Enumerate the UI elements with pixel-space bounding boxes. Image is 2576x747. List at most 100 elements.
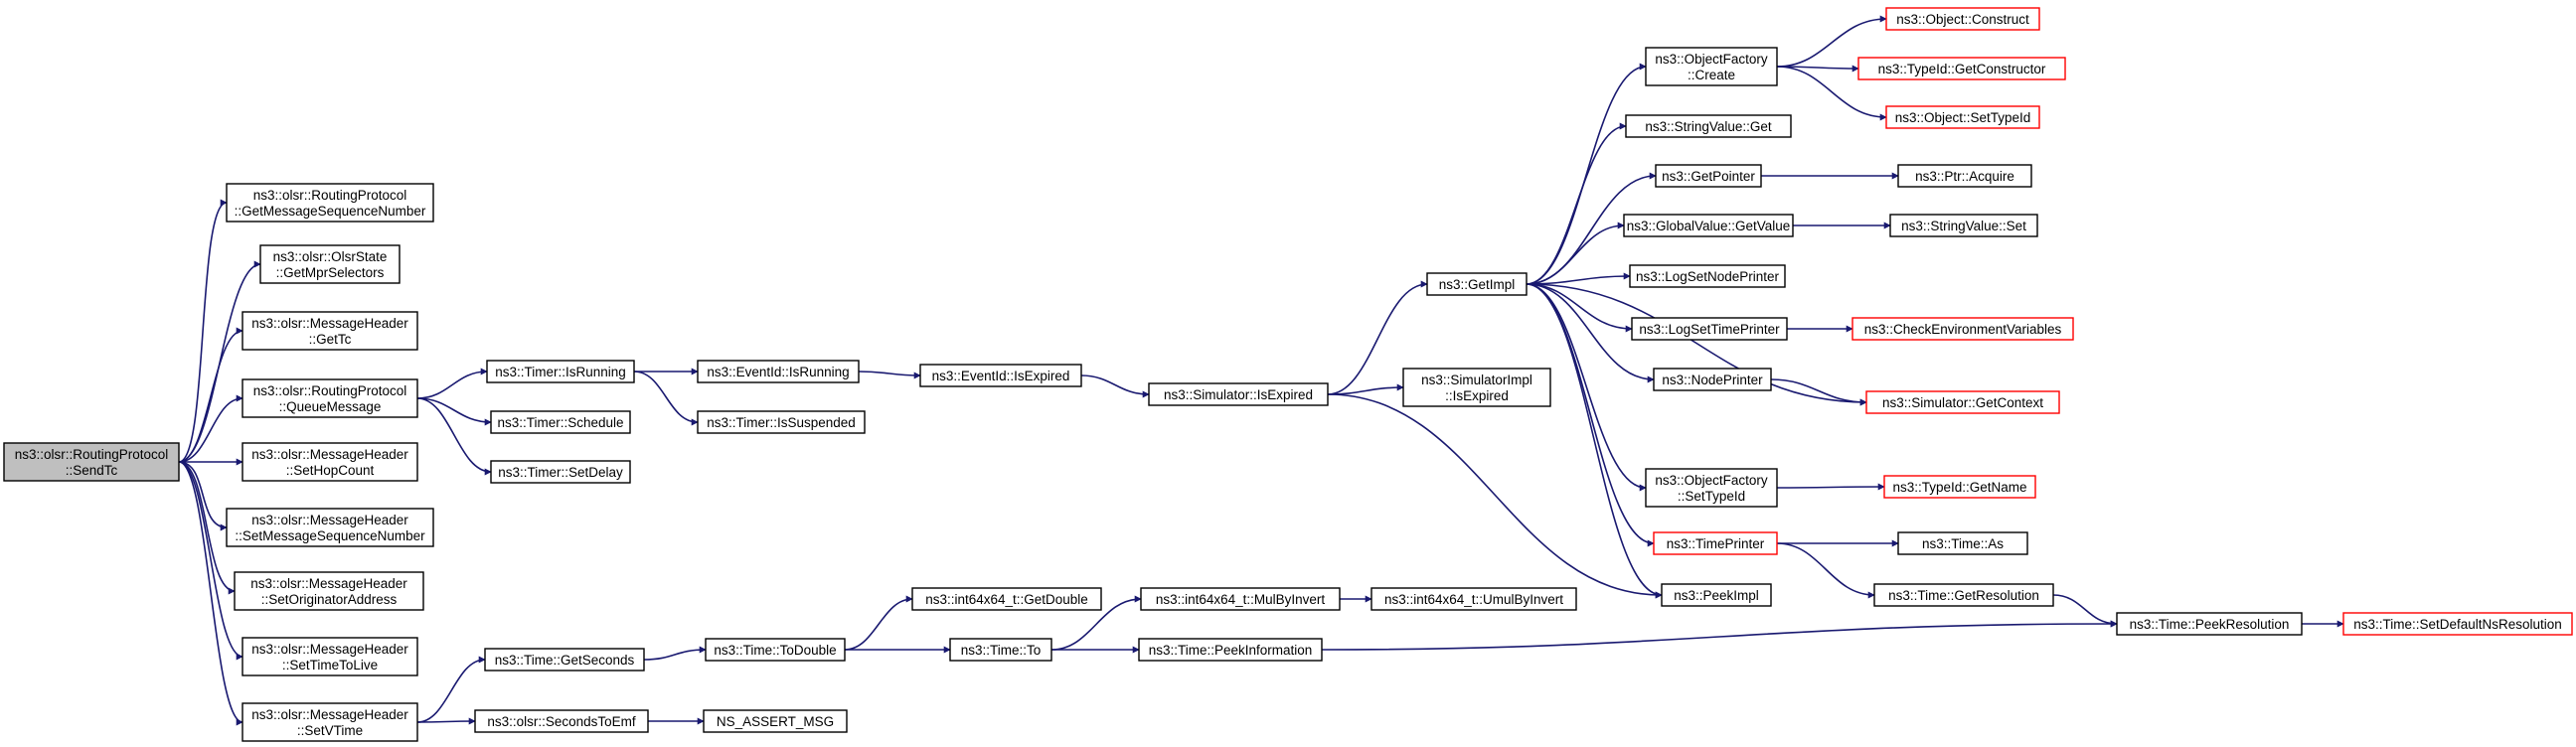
function-node-simgetctx[interactable]: ns3::Simulator::GetContext — [1865, 390, 2060, 414]
function-node-objconstruct[interactable]: ns3::Object::Construct — [1885, 7, 2040, 31]
node-label: ::SetOriginatorAddress — [261, 592, 398, 607]
node-label: ns3::NodePrinter — [1662, 373, 1763, 387]
function-node-timerschedule[interactable]: ns3::Timer::Schedule — [490, 410, 631, 434]
node-label: ns3::EventId::IsExpired — [932, 369, 1070, 383]
function-node-timepeekinfo[interactable]: ns3::Time::PeekInformation — [1138, 638, 1323, 662]
node-label: ns3::int64x64_t::MulByInvert — [1156, 592, 1326, 607]
function-node-objfactsettype[interactable]: ns3::ObjectFactory::SetTypeId — [1645, 468, 1778, 508]
function-node-sendtc[interactable]: ns3::olsr::RoutingProtocol::SendTc — [3, 442, 180, 482]
function-node-strvalset[interactable]: ns3::StringValue::Set — [1889, 214, 2038, 237]
edge-getimpl-to-objfactcreate — [1526, 63, 1647, 285]
edge-objfactcreate-to-objsettypeid — [1776, 66, 1887, 121]
node-box — [949, 638, 1052, 662]
node-box — [1623, 214, 1794, 237]
edge-timegetres-to-timepeekres — [2052, 594, 2118, 628]
function-node-timegetres[interactable]: ns3::Time::GetResolution — [1873, 583, 2054, 607]
function-node-int64umulbyinv[interactable]: ns3::int64x64_t::UmulByInvert — [1370, 587, 1577, 611]
edge-sendtc-to-setvtime — [178, 461, 243, 726]
function-node-getmprsel[interactable]: ns3::olsr::OlsrState::GetMprSelectors — [259, 244, 401, 284]
node-label: ::GetTc — [309, 332, 352, 347]
function-node-eventisrunning[interactable]: ns3::EventId::IsRunning — [697, 360, 860, 383]
node-label: ns3::Time::To — [961, 643, 1042, 658]
function-node-strvalget[interactable]: ns3::StringValue::Get — [1625, 114, 1792, 138]
node-box — [1653, 531, 1778, 555]
function-node-timepeekres[interactable]: ns3::Time::PeekResolution — [2116, 612, 2303, 636]
node-box — [1370, 587, 1577, 611]
node-label: ns3::PeekImpl — [1674, 588, 1759, 603]
node-label: ns3::olsr::SecondsToEmf — [487, 714, 636, 729]
function-node-objfactcreate[interactable]: ns3::ObjectFactory::Create — [1645, 47, 1778, 86]
function-node-nodeprinter[interactable]: ns3::NodePrinter — [1653, 368, 1772, 391]
function-node-setvtime[interactable]: ns3::olsr::MessageHeader::SetVTime — [242, 702, 418, 742]
function-node-checkenv[interactable]: ns3::CheckEnvironmentVariables — [1852, 317, 2074, 341]
node-label: ns3::LogSetNodePrinter — [1636, 269, 1780, 284]
function-node-queuemsg[interactable]: ns3::olsr::RoutingProtocol::QueueMessage — [242, 378, 418, 418]
function-node-ptracquire[interactable]: ns3::Ptr::Acquire — [1897, 164, 2032, 188]
function-node-timegetseconds[interactable]: ns3::Time::GetSeconds — [484, 648, 645, 672]
function-node-int64mulbyinv[interactable]: ns3::int64x64_t::MulByInvert — [1140, 587, 1341, 611]
edge-sendtc-to-getmsgseq — [178, 199, 228, 463]
function-node-getmsgseq[interactable]: ns3::olsr::RoutingProtocol::GetMessageSe… — [226, 183, 434, 223]
function-node-secondstoemf[interactable]: ns3::olsr::SecondsToEmf — [474, 709, 649, 733]
function-node-typeidgetctor[interactable]: ns3::TypeId::GetConstructor — [1857, 57, 2066, 80]
node-box — [1402, 368, 1551, 407]
node-label: ns3::CheckEnvironmentVariables — [1864, 322, 2062, 337]
node-label: ns3::Object::Construct — [1896, 12, 2029, 27]
function-node-globalvalget[interactable]: ns3::GlobalValue::GetValue — [1623, 214, 1794, 237]
node-box — [703, 709, 848, 733]
function-node-nsassertmsg[interactable]: NS_ASSERT_MSG — [703, 709, 848, 733]
node-label: ns3::olsr::RoutingProtocol — [253, 383, 407, 398]
node-label: ns3::Time::As — [1922, 536, 2004, 551]
node-label: ns3::Ptr::Acquire — [1915, 169, 2014, 184]
function-node-logsettime[interactable]: ns3::LogSetTimePrinter — [1631, 317, 1788, 341]
function-node-timesetdefres[interactable]: ns3::Time::SetDefaultNsResolution — [2342, 612, 2573, 636]
function-node-getimpl[interactable]: ns3::GetImpl — [1426, 272, 1528, 296]
function-node-objsettypeid[interactable]: ns3::Object::SetTypeId — [1885, 105, 2040, 129]
node-label: ::SetMessageSequenceNumber — [235, 528, 425, 543]
function-node-gettc[interactable]: ns3::olsr::MessageHeader::GetTc — [242, 311, 418, 351]
function-node-setorig[interactable]: ns3::olsr::MessageHeader::SetOriginatorA… — [234, 571, 424, 611]
edge-timerisrunning-to-timerissuspended — [633, 371, 699, 426]
function-node-timeas[interactable]: ns3::Time::As — [1897, 531, 2028, 555]
function-node-timeprinter[interactable]: ns3::TimePrinter — [1653, 531, 1778, 555]
edge-getimpl-to-simgetctx — [1526, 283, 1867, 406]
function-node-simisexpired[interactable]: ns3::Simulator::IsExpired — [1148, 382, 1329, 406]
edge-eventisexpired-to-simisexpired — [1080, 374, 1150, 398]
function-node-timetodouble[interactable]: ns3::Time::ToDouble — [705, 638, 846, 662]
function-node-int64getdouble[interactable]: ns3::int64x64_t::GetDouble — [911, 587, 1102, 611]
node-box — [705, 638, 846, 662]
node-box — [2116, 612, 2303, 636]
node-box — [1661, 583, 1772, 607]
function-node-setmsgseq[interactable]: ns3::olsr::MessageHeader::SetMessageSequ… — [226, 508, 434, 547]
function-node-simimplisexpired[interactable]: ns3::SimulatorImpl::IsExpired — [1402, 368, 1551, 407]
node-label: ::SetVTime — [297, 723, 363, 738]
node-box — [226, 508, 434, 547]
function-node-eventisexpired[interactable]: ns3::EventId::IsExpired — [919, 364, 1082, 387]
edge-objfactsettype-to-typeidgetname — [1776, 483, 1885, 491]
function-node-logsetnode[interactable]: ns3::LogSetNodePrinter — [1629, 264, 1786, 288]
function-node-timerisrunning[interactable]: ns3::Timer::IsRunning — [486, 360, 635, 383]
node-label: ns3::TypeId::GetConstructor — [1878, 62, 2046, 76]
function-node-setttl[interactable]: ns3::olsr::MessageHeader::SetTimeToLive — [242, 637, 418, 676]
node-box — [234, 571, 424, 611]
function-node-sethop[interactable]: ns3::olsr::MessageHeader::SetHopCount — [242, 442, 418, 482]
call-nodes: ns3::olsr::RoutingProtocol::SendTcns3::o… — [3, 7, 2573, 742]
node-box — [1629, 264, 1786, 288]
function-node-timeto[interactable]: ns3::Time::To — [949, 638, 1052, 662]
function-node-peekimpl[interactable]: ns3::PeekImpl — [1661, 583, 1772, 607]
node-label: ns3::olsr::MessageHeader — [251, 642, 408, 657]
node-label: ns3::SimulatorImpl — [1421, 373, 1532, 387]
node-box — [1140, 587, 1341, 611]
node-box — [242, 378, 418, 418]
function-node-timerissuspended[interactable]: ns3::Timer::IsSuspended — [697, 410, 866, 434]
node-label: ns3::Simulator::GetContext — [1882, 395, 2043, 410]
function-node-getpointer[interactable]: ns3::GetPointer — [1655, 164, 1762, 188]
function-node-typeidgetname[interactable]: ns3::TypeId::GetName — [1883, 475, 2036, 499]
function-node-timersetdelay[interactable]: ns3::Timer::SetDelay — [490, 460, 631, 484]
edge-objfactcreate-to-objconstruct — [1776, 15, 1887, 68]
node-label: ns3::Time::SetDefaultNsResolution — [2353, 617, 2562, 632]
node-label: ::GetMessageSequenceNumber — [235, 204, 426, 219]
node-box — [242, 637, 418, 676]
node-box — [1897, 164, 2032, 188]
node-box — [242, 311, 418, 351]
